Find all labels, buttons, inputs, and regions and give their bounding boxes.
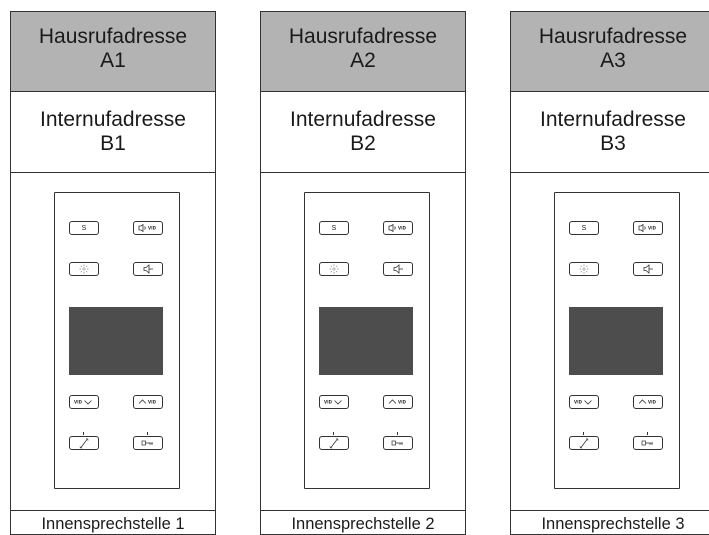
video-up-button[interactable]: VID [383,395,413,409]
s-button-label: S [331,224,337,232]
indicator-tick [583,432,584,435]
video-up-icon: VID [138,399,157,405]
video-mini-label: VID [648,226,657,231]
home-address-box: Hausrufadresse A1 [11,12,215,92]
home-address-label: Hausrufadresse [538,25,688,48]
handset-button[interactable] [319,432,349,450]
intercom-unit-2: Hausrufadresse A2 Internufadresse B2 S V… [260,11,466,535]
video-display-screen [569,307,663,375]
volume-video-button[interactable]: VID [633,221,663,235]
s-button[interactable]: S [69,221,99,235]
door-key-button[interactable] [133,432,163,450]
video-display-screen [69,307,163,375]
volume-video-icon: VID [638,223,657,233]
light-icon [329,264,339,274]
home-address-box: Hausrufadresse A3 [511,12,709,92]
handset-icon [329,437,339,448]
door-key-button[interactable] [633,432,663,450]
intercom-unit-3: Hausrufadresse A3 Internufadresse B3 S V… [510,11,709,535]
indicator-tick [83,432,84,435]
door-key-icon [641,440,653,446]
station-caption: Innensprechstelle 1 [11,510,215,534]
light-button[interactable] [69,262,99,276]
video-down-icon: VID [574,400,592,405]
indicator-tick [333,432,334,435]
video-mini-label: VID [148,400,157,405]
video-down-icon: VID [74,400,92,405]
home-address-code: A1 [100,49,126,72]
internal-address-code: B1 [100,132,126,155]
internal-address-label: Internufadresse [290,108,436,131]
s-button[interactable]: S [569,221,599,235]
indicator-tick [647,432,648,435]
video-mini-label: VID [324,400,333,405]
internal-address-box: Internufadresse B1 [11,92,215,173]
indoor-station-device: S VID [554,192,680,489]
video-mini-label: VID [74,400,83,405]
video-down-button[interactable]: VID [69,395,99,409]
light-button[interactable] [319,262,349,276]
indoor-station-device: S VID [54,192,180,489]
s-button[interactable]: S [319,221,349,235]
video-mini-label: VID [148,226,157,231]
handset-icon [79,437,89,448]
indicator-tick [397,432,398,435]
handset-button[interactable] [69,432,99,450]
speaker-icon [143,264,153,274]
video-down-button[interactable]: VID [319,395,349,409]
volume-video-icon: VID [138,223,157,233]
speaker-button[interactable] [133,262,163,276]
handset-button[interactable] [569,432,599,450]
s-button-label: S [581,224,587,232]
door-key-icon [391,440,403,446]
handset-icon [579,437,589,448]
volume-video-button[interactable]: VID [133,221,163,235]
home-address-label: Hausrufadresse [38,25,188,48]
light-icon [579,264,589,274]
s-button-label: S [81,224,87,232]
internal-address-code: B3 [600,132,626,155]
station-caption: Innensprechstelle 3 [511,510,709,534]
speaker-button[interactable] [383,262,413,276]
video-mini-label: VID [648,400,657,405]
home-address-code: A3 [600,49,626,72]
volume-video-button[interactable]: VID [383,221,413,235]
door-key-button[interactable] [383,432,413,450]
door-key-icon [141,440,153,446]
intercom-unit-1: Hausrufadresse A1 Internufadresse B1 S V… [10,11,216,535]
video-up-button[interactable]: VID [133,395,163,409]
indoor-station-device: S VID [304,192,430,489]
video-mini-label: VID [574,400,583,405]
internal-address-box: Internufadresse B3 [511,92,709,173]
video-down-button[interactable]: VID [569,395,599,409]
video-up-button[interactable]: VID [633,395,663,409]
internal-address-code: B2 [350,132,376,155]
internal-address-box: Internufadresse B2 [261,92,465,173]
speaker-icon [393,264,403,274]
home-address-box: Hausrufadresse A2 [261,12,465,92]
internal-address-label: Internufadresse [40,108,186,131]
light-button[interactable] [569,262,599,276]
video-mini-label: VID [398,226,407,231]
video-down-icon: VID [324,400,342,405]
home-address-label: Hausrufadresse [288,25,438,48]
video-mini-label: VID [398,400,407,405]
speaker-icon [643,264,653,274]
video-up-icon: VID [638,399,657,405]
internal-address-label: Internufadresse [540,108,686,131]
volume-video-icon: VID [388,223,407,233]
indicator-tick [147,432,148,435]
light-icon [79,264,89,274]
speaker-button[interactable] [633,262,663,276]
station-caption: Innensprechstelle 2 [261,510,465,534]
video-up-icon: VID [388,399,407,405]
home-address-code: A2 [350,49,376,72]
video-display-screen [319,307,413,375]
